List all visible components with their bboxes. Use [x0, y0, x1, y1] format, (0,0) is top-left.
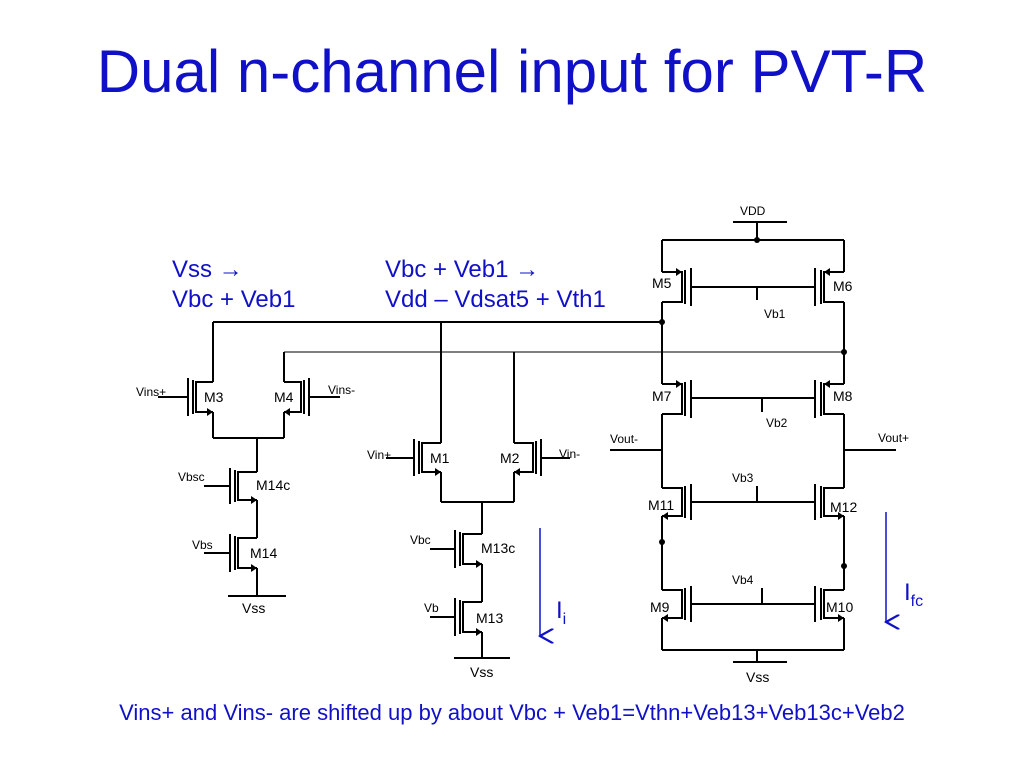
vins-plus-label: Vins+ [136, 385, 166, 399]
vbs-label: Vbs [192, 538, 213, 552]
vin-plus-label: Vin+ [367, 448, 391, 462]
m1-label: M1 [430, 450, 450, 466]
slide-title: Dual n-channel input for PVT-R [96, 38, 928, 105]
m13c-label: M13c [481, 540, 515, 556]
note-left: Vss → Vbc + Veb1 [172, 255, 295, 315]
current-ifc-label: Ifc [904, 579, 923, 610]
vb2-label: Vb2 [766, 416, 788, 430]
wires [158, 221, 896, 663]
m14-label: M14 [250, 545, 277, 561]
transistor-arrows [207, 268, 844, 636]
note-left-line1: Vss → [172, 256, 243, 283]
vdd-label: VDD [740, 204, 766, 218]
note-right-line2: Vdd – Vdsat5 + Vth1 [385, 286, 606, 313]
note-right: Vbc + Veb1 → Vdd – Vdsat5 + Vth1 [385, 255, 606, 315]
vin-minus-label: Vin- [559, 447, 580, 461]
m12-label: M12 [830, 499, 857, 515]
m11-label: M11 [648, 497, 674, 513]
m7-label: M7 [652, 388, 672, 404]
m8-label: M8 [833, 388, 853, 404]
m6-label: M6 [833, 278, 853, 294]
m9-label: M9 [650, 599, 670, 615]
junction-dots [659, 237, 847, 569]
vins-minus-label: Vins- [328, 383, 355, 397]
note-right-line1: Vbc + Veb1 → [385, 256, 540, 283]
vbsc-label: Vbsc [178, 470, 205, 484]
note-left-line2: Vbc + Veb1 [172, 286, 296, 313]
m5-label: M5 [652, 275, 672, 291]
vbc-label: Vbc [410, 533, 431, 547]
m13-label: M13 [476, 610, 503, 626]
vout-plus-label: Vout+ [878, 431, 909, 445]
m10-label: M10 [826, 599, 853, 615]
vout-minus-label: Vout- [610, 432, 638, 446]
m2-label: M2 [500, 450, 520, 466]
vb3-label: Vb3 [732, 471, 754, 485]
slide-caption: Vins+ and Vins- are shifted up by about … [119, 700, 905, 725]
vss-right-label: Vss [746, 669, 769, 685]
m3-label: M3 [204, 389, 224, 405]
m4-label: M4 [274, 389, 294, 405]
vb1-label: Vb1 [764, 307, 786, 321]
vb-label: Vb [424, 601, 439, 615]
vss-left-label: Vss [242, 600, 265, 616]
vss-mid-label: Vss [470, 664, 493, 680]
vb4-label: Vb4 [732, 573, 754, 587]
m14c-label: M14c [256, 477, 290, 493]
current-ii-label: Ii [556, 597, 566, 628]
